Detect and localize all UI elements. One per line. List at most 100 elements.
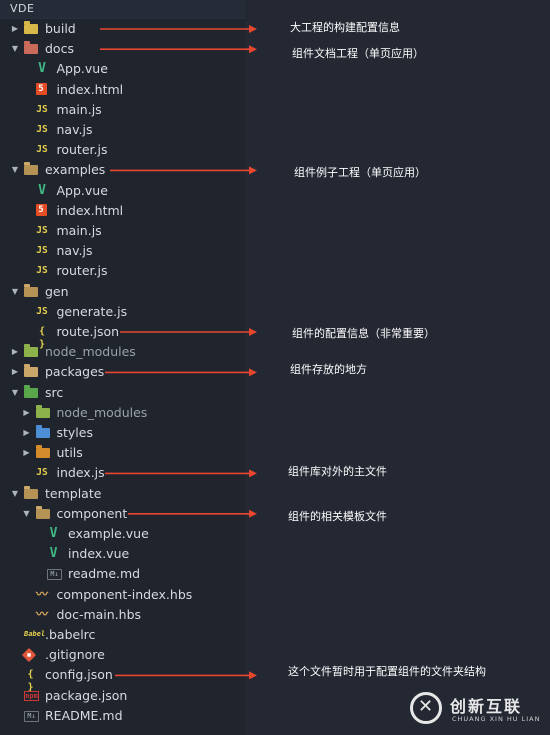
chevron-down-icon[interactable]: ▼ — [11, 387, 19, 397]
js-file-icon: JS — [36, 305, 48, 317]
tree-file-row[interactable]: { }route.json — [0, 322, 245, 350]
chevron-right-icon[interactable]: ▶ — [23, 407, 30, 417]
chevron-right-icon[interactable]: ▶ — [11, 367, 19, 377]
folder-src-icon — [24, 384, 38, 398]
tree-item-label: nav.js — [56, 122, 93, 137]
annotation-text: 组件文档工程（单页应用） — [292, 47, 424, 61]
chevron-down-icon[interactable]: ▼ — [23, 508, 30, 518]
tree-item-label: config.json — [45, 667, 113, 683]
tree-item-label: main.js — [56, 101, 102, 117]
tree-item-label: docs — [45, 41, 74, 57]
tree-file-row[interactable]: JS nav.js — [0, 120, 245, 140]
tree-file-row[interactable]: JS main.js — [0, 100, 245, 120]
tree-folder-row[interactable]: ▶utils — [0, 443, 245, 463]
tree-file-row[interactable]: Babel.babelrc — [0, 625, 245, 645]
arrowhead-icon — [249, 328, 257, 336]
tree-folder-row[interactable]: ▼src — [0, 383, 245, 403]
annotation-text: 组件存放的地方 — [290, 363, 367, 377]
watermark-en-text: CHUANG XIN HU LIAN — [452, 715, 541, 723]
tree-folder-row[interactable]: ▶build — [0, 19, 245, 39]
tree-item-label: index.vue — [68, 546, 130, 562]
tree-file-row[interactable]: 〰 component-index.hbs — [0, 585, 245, 605]
handlebars-file-icon: 〰 — [35, 606, 48, 621]
js-file-icon: JS — [36, 265, 48, 277]
tree-item-label: node_modules — [45, 344, 136, 360]
js-file-icon: JS — [36, 225, 48, 236]
arrowhead-icon — [249, 368, 257, 377]
chevron-right-icon[interactable]: ▶ — [11, 347, 19, 357]
handlebars-file-icon: 〰 — [35, 586, 48, 601]
tree-item-label: .gitignore — [45, 647, 105, 663]
tree-item-label: router.js — [56, 263, 108, 279]
tree-file-row[interactable]: JS nav.js — [0, 241, 245, 261]
tree-item-label: main.js — [56, 223, 102, 238]
tree-file-row[interactable]: JS router.js — [0, 261, 245, 281]
tree-item-label: App.vue — [56, 182, 108, 198]
chevron-right-icon[interactable]: ▶ — [11, 24, 19, 33]
tree-item-label: component-index.hbs — [56, 586, 193, 602]
tree-item-label: .babelrc — [45, 627, 96, 642]
arrowhead-icon — [249, 509, 257, 518]
tree-item-label: gen — [45, 283, 69, 299]
tree-file-row[interactable]: 〰 doc-main.hbs — [0, 605, 245, 625]
tree-item-label: index.js — [56, 465, 105, 481]
annotation-text: 这个文件暂时用于配置组件的文件夹结构 — [288, 665, 486, 679]
chevron-down-icon[interactable]: ▼ — [11, 286, 19, 296]
tree-folder-row[interactable]: ▼ docs — [0, 39, 245, 59]
chevron-down-icon[interactable]: ▼ — [11, 165, 19, 175]
folder-open-icon — [24, 162, 38, 176]
arrowhead-icon — [249, 45, 257, 54]
chevron-down-icon[interactable]: ▼ — [11, 44, 19, 54]
watermark-cn-text: 创新互联 — [450, 697, 523, 716]
json-file-icon: { } — [38, 326, 46, 350]
folder-open-icon — [24, 283, 38, 297]
tree-file-row[interactable]: JS main.js — [0, 221, 245, 241]
tree-item-label: generate.js — [56, 303, 128, 319]
project-title: VDE — [10, 2, 35, 15]
js-file-icon: JS — [36, 124, 48, 135]
chevron-right-icon[interactable]: ▶ — [23, 428, 30, 437]
chevron-right-icon[interactable]: ▶ — [23, 448, 30, 458]
tree-item-label: nav.js — [56, 243, 93, 259]
tree-folder-row[interactable]: ▶styles — [0, 423, 245, 443]
tree-folder-row[interactable]: ▶ node_modules — [0, 342, 245, 362]
tree-item-label: template — [45, 485, 102, 501]
tree-folder-row[interactable]: ▼ gen — [0, 282, 245, 302]
tree-file-row[interactable]: ◆.gitignore — [0, 645, 245, 665]
folder-styles-icon — [35, 425, 50, 438]
tree-file-row[interactable]: M↓README.md — [0, 706, 245, 726]
tree-folder-row[interactable]: ▶node_modules — [0, 403, 245, 423]
tree-item-label: example.vue — [68, 526, 149, 541]
js-file-icon: JS — [36, 245, 48, 257]
tree-folder-row[interactable]: ▶packages — [0, 362, 245, 382]
annotation-text: 组件库对外的主文件 — [288, 465, 387, 479]
folder-open-icon — [24, 485, 38, 499]
html5-file-icon: 5 — [35, 82, 47, 95]
tree-folder-row[interactable]: ▼examples — [0, 160, 245, 180]
folder-utils-icon — [35, 445, 50, 459]
tree-file-row[interactable]: JS generate.js — [0, 302, 245, 322]
watermark-logo-icon — [410, 692, 442, 724]
tree-folder-row[interactable]: ▼ template — [0, 484, 245, 504]
vue-file-icon: V — [38, 61, 46, 77]
tree-file-row[interactable]: M↓readme.md — [0, 564, 245, 584]
annotation-text: 组件的相关模板文件 — [288, 509, 387, 523]
tree-item-label: doc-main.hbs — [56, 606, 142, 622]
watermark: 创新互联 CHUANG XIN HU LIAN — [410, 690, 545, 730]
folder-node-modules-icon — [35, 404, 50, 418]
tree-item-label: README.md — [45, 707, 123, 723]
tree-file-row[interactable]: { }config.json — [0, 665, 245, 693]
chevron-down-icon[interactable]: ▼ — [11, 488, 19, 498]
js-file-icon: JS — [36, 103, 48, 115]
tree-folder-row[interactable]: ▼component — [0, 504, 245, 524]
